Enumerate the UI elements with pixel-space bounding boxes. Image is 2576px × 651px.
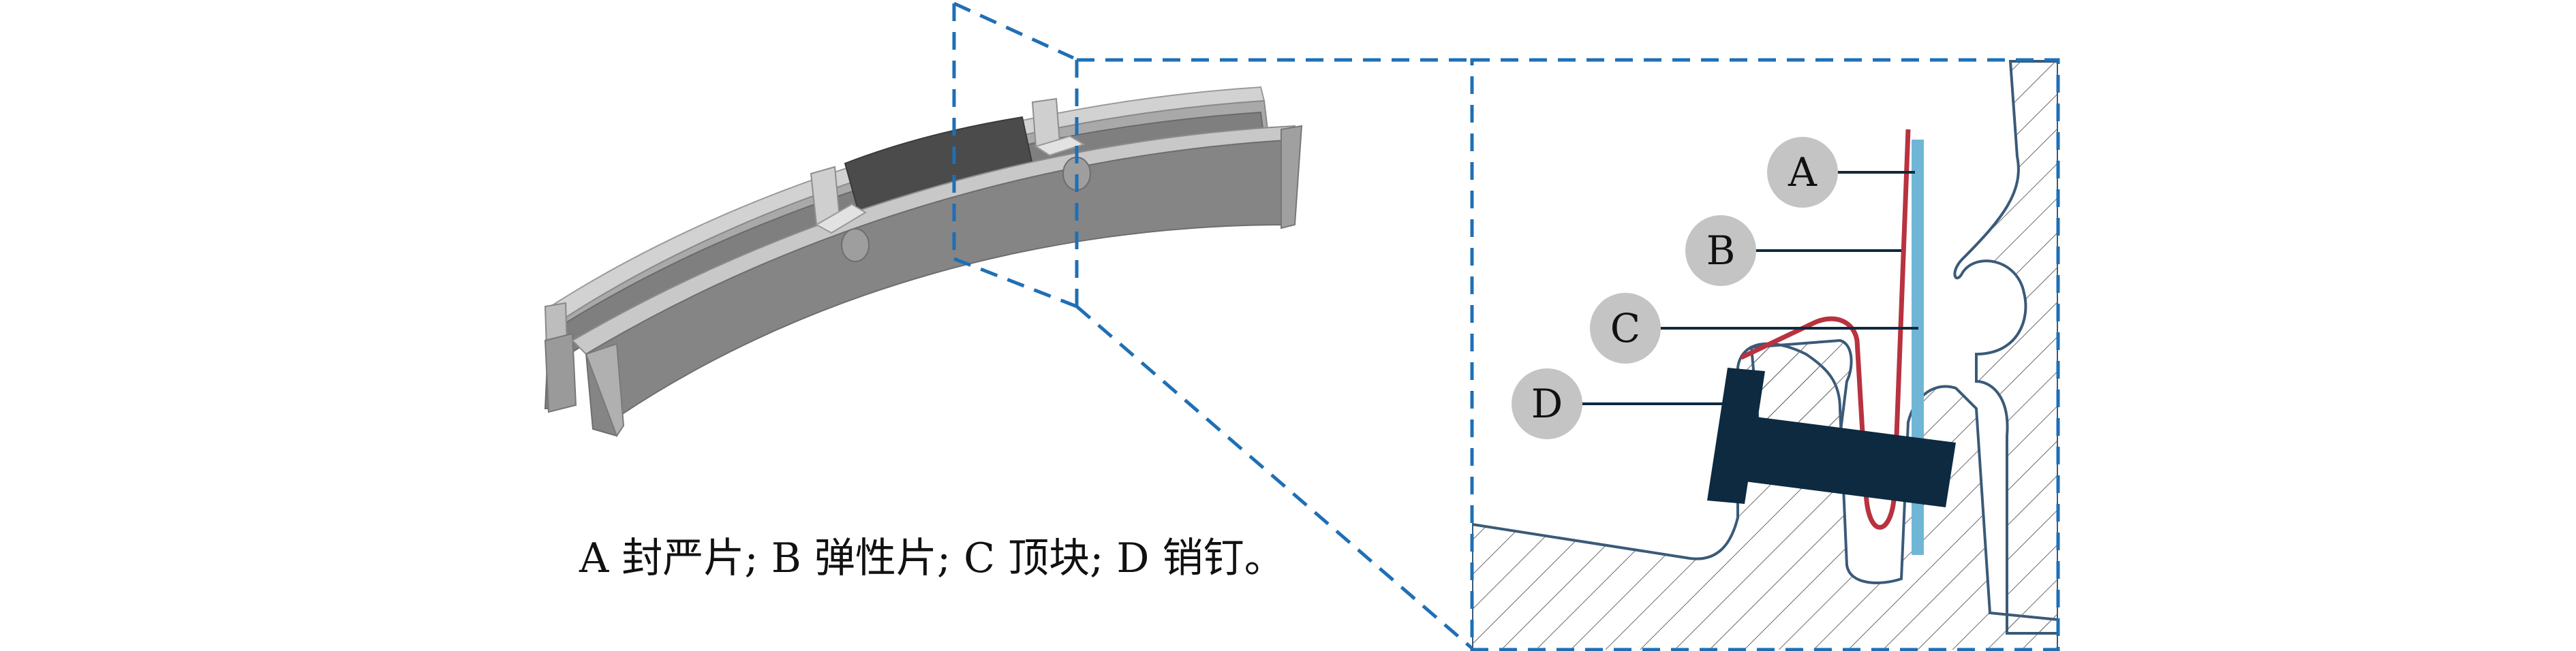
callout-d-circle [1512,368,1582,439]
zoom-projection-lines [952,1,1473,650]
top-block-right [1031,97,1061,148]
cross-section-detail [1472,60,2058,650]
top-block-right-cap [1034,135,1086,157]
callout-a-label: A [1788,149,1818,195]
detail-frame [1470,58,2060,651]
callout-c-circle [1590,293,1661,364]
callout-b: B [1685,215,1901,286]
curved-seal-segment-3d [544,86,1303,438]
casing-wall-section [1953,60,2058,635]
figure-caption: A 封严片; B 弹性片; C 顶块; D 销钉。 [579,535,1285,582]
callout-c-label: C [1610,305,1640,351]
callout-a-circle [1767,137,1838,208]
callout-b-circle [1685,215,1756,286]
callout-d-label: D [1531,381,1563,427]
callout-b-label: B [1706,227,1736,274]
pin-d-head [1707,368,1765,504]
callout-d: D [1512,368,1724,439]
callout-a: A [1767,137,1915,208]
pin-head-left [841,228,870,262]
top-block-left-cap [814,203,867,234]
callout-c: C [1590,293,1918,364]
pin-d-shank [1734,415,1956,507]
top-block-section [1749,338,1853,438]
front-segment-bevel-end [585,343,625,438]
front-segment-right-end [1281,125,1303,229]
segment-end-cap-left-lower [544,332,577,413]
